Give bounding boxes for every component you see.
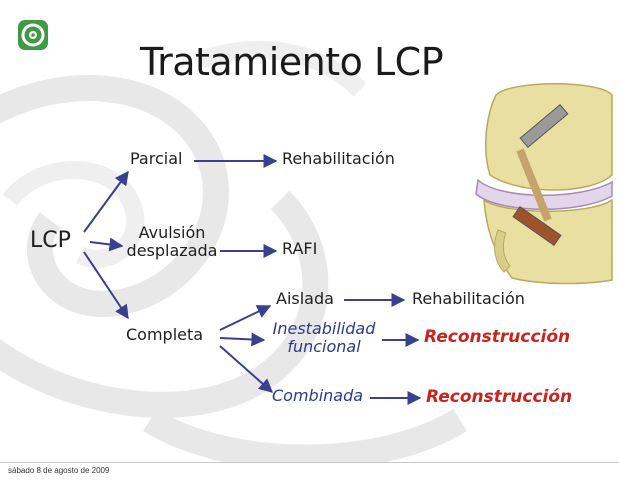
femur-icon bbox=[485, 83, 613, 191]
screw-upper-icon bbox=[519, 103, 569, 149]
node-inestabilidad: Inestabilidad funcional bbox=[266, 319, 382, 357]
node-combinada: Combinada bbox=[272, 386, 364, 405]
logo-icon bbox=[18, 20, 48, 50]
background-swirl-inner bbox=[2, 41, 367, 268]
outcome-aislada: Rehabilitación bbox=[412, 289, 525, 308]
node-inestabilidad-line1: Inestabilidad bbox=[272, 319, 376, 338]
node-inestabilidad-line2: funcional bbox=[287, 337, 361, 357]
footer-divider bbox=[0, 462, 619, 463]
outcome-combinada: Reconstrucción bbox=[426, 387, 573, 407]
diagram-canvas bbox=[0, 20, 613, 462]
outcome-avulsion: RAFI bbox=[282, 239, 318, 258]
diagram-arrows bbox=[83, 154, 422, 405]
slide: Tratamiento LCP LCP Parcial Avulsión des… bbox=[0, 20, 613, 462]
node-avulsion-line1: Avulsión bbox=[138, 223, 206, 242]
node-avulsion: Avulsión desplazada bbox=[120, 223, 224, 261]
arrow-lcp-completa bbox=[83, 251, 129, 320]
outcome-inestabilidad: Reconstrucción bbox=[424, 327, 571, 347]
footer-date: sábado 8 de agosto de 2009 bbox=[8, 466, 110, 475]
arrow-completa-inestabilidad bbox=[219, 332, 266, 347]
node-lcp: LCP bbox=[30, 228, 71, 253]
arrow-lcp-parcial bbox=[83, 170, 129, 233]
node-parcial: Parcial bbox=[130, 149, 183, 168]
background-swirl bbox=[0, 75, 467, 462]
node-avulsion-line2: desplazada bbox=[126, 241, 218, 261]
fibula-icon bbox=[494, 229, 511, 273]
arrow-lcp-avulsion bbox=[89, 237, 124, 252]
meniscus-icon bbox=[475, 178, 613, 210]
graft-icon bbox=[516, 148, 552, 222]
screw-lower-icon bbox=[512, 206, 562, 246]
node-aislada: Aislada bbox=[276, 289, 334, 308]
outcome-parcial: Rehabilitación bbox=[282, 149, 395, 168]
arrow-completa-aislada bbox=[219, 305, 272, 331]
arrow-completa-combinada bbox=[219, 345, 274, 393]
node-completa: Completa bbox=[126, 325, 204, 344]
slide-title: Tratamiento LCP bbox=[140, 40, 444, 84]
knee-illustration bbox=[475, 83, 613, 285]
